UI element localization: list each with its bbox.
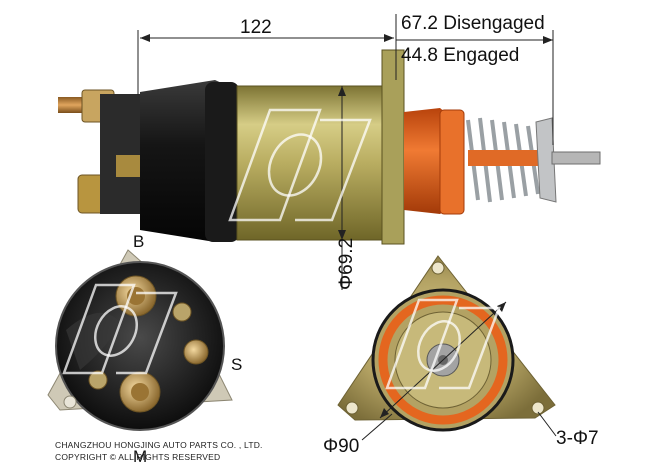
aux-screw-top [172,302,192,322]
watermark-logo [62,108,501,390]
label-terminal-s: S [231,355,242,374]
end-cap-rim [205,82,239,242]
footer-copyright: COPYRIGHT © ALL RIGHTS RESERVED [55,452,220,462]
dim-stroke-engaged: 44.8 Engaged [401,45,519,66]
dim-mount-holes: 3-Φ7 [556,428,599,449]
spring-cup [535,117,557,203]
dim-length: 122 [240,17,272,38]
boot-ring [439,109,465,215]
side-view: 122 67.2 Disengaged 44.8 Engaged Φ69.2 [58,13,601,290]
rear-stud-b [58,97,88,113]
mount-flange [381,49,405,245]
label-terminal-m: M [133,447,147,466]
front-view: Φ90 3-Φ7 [323,255,599,457]
dim-stroke-disengaged: 67.2 Disengaged [401,13,545,34]
aux-screw-left [88,370,108,390]
terminal-s-nut [183,339,209,365]
plunger-rod [468,150,550,166]
threaded-shaft [551,151,601,165]
front-hole-left [345,401,359,415]
front-hole-top [431,261,445,275]
label-terminal-b: B [133,232,144,251]
front-hole-right [531,401,545,415]
rear-view: B S M [47,232,242,466]
flange-hole [63,395,77,409]
dim-flange-diameter: Φ90 [323,436,359,457]
dim-body-diameter: Φ69.2 [336,238,357,290]
footer-company: CHANGZHOU HONGJING AUTO PARTS CO. , LTD. [55,440,263,450]
